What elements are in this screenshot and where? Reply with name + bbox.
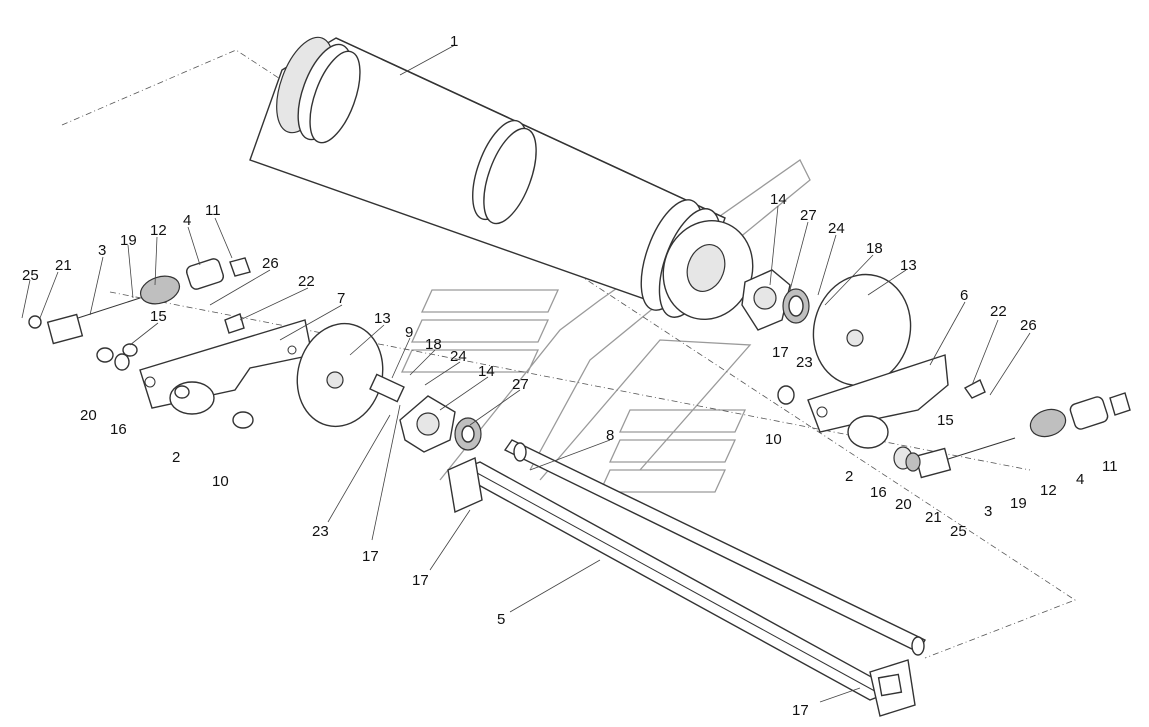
callout-18: 18 (866, 240, 883, 257)
left-bracket (96, 319, 313, 429)
callout-21: 21 (925, 509, 942, 526)
callout-24: 24 (828, 220, 845, 237)
callout-15: 15 (937, 412, 954, 429)
callout-9: 9 (405, 324, 413, 341)
right-flange-bearing (741, 269, 791, 331)
callout-17: 17 (362, 548, 379, 565)
callout-16: 16 (870, 484, 887, 501)
callout-11: 11 (205, 202, 221, 219)
callout-25: 25 (950, 523, 967, 540)
callout-27: 27 (512, 376, 529, 393)
callout-6: 6 (960, 287, 968, 304)
callout-3: 3 (984, 503, 992, 520)
callout-27: 27 (800, 207, 817, 224)
callout-12: 12 (150, 222, 167, 239)
watermark-logo (400, 159, 811, 493)
callout-17: 17 (792, 702, 809, 719)
callout-19: 19 (1010, 495, 1027, 512)
callout-21: 21 (55, 257, 72, 274)
callout-16: 16 (110, 421, 127, 438)
drum (249, 36, 754, 321)
callout-4: 4 (1076, 471, 1084, 488)
callout-26: 26 (1020, 317, 1037, 334)
callout-22: 22 (990, 303, 1007, 320)
leader-lines (21, 44, 1031, 703)
right-bracket (807, 354, 949, 433)
callout-18: 18 (425, 336, 442, 353)
callout-7: 7 (337, 290, 345, 307)
callout-14: 14 (478, 363, 495, 380)
callout-19: 19 (120, 232, 137, 249)
callout-23: 23 (796, 354, 813, 371)
callout-4: 4 (183, 212, 191, 229)
callout-3: 3 (98, 242, 106, 259)
callout-11: 11 (1102, 458, 1118, 475)
callouts: 1 14 27 24 18 13 6 22 26 17 23 10 15 2 1… (22, 33, 1118, 719)
callout-12: 12 (1040, 482, 1057, 499)
callout-24: 24 (450, 348, 467, 365)
left-tension-rod (28, 257, 251, 345)
right-disc (812, 273, 912, 387)
callout-23: 23 (312, 523, 329, 540)
callout-1: 1 (450, 33, 458, 50)
callout-20: 20 (895, 496, 912, 513)
callout-5: 5 (497, 611, 505, 628)
right-bearing (782, 288, 810, 324)
callout-25: 25 (22, 267, 39, 284)
callout-20: 20 (80, 407, 97, 424)
callout-14: 14 (770, 191, 787, 208)
callout-17: 17 (412, 572, 429, 589)
shaft (503, 439, 926, 656)
callout-26: 26 (262, 255, 279, 272)
callout-15: 15 (150, 308, 167, 325)
callout-2: 2 (172, 449, 180, 466)
callout-13: 13 (900, 257, 917, 274)
left-flange-bearing (369, 373, 482, 453)
right-tension-rod (777, 379, 1131, 479)
callout-17: 17 (772, 344, 789, 361)
callout-10: 10 (765, 431, 782, 448)
tube (447, 456, 916, 717)
callout-2: 2 (845, 468, 853, 485)
callout-10: 10 (212, 473, 229, 490)
callout-8: 8 (606, 427, 614, 444)
callout-13: 13 (374, 310, 391, 327)
callout-22: 22 (298, 273, 315, 290)
